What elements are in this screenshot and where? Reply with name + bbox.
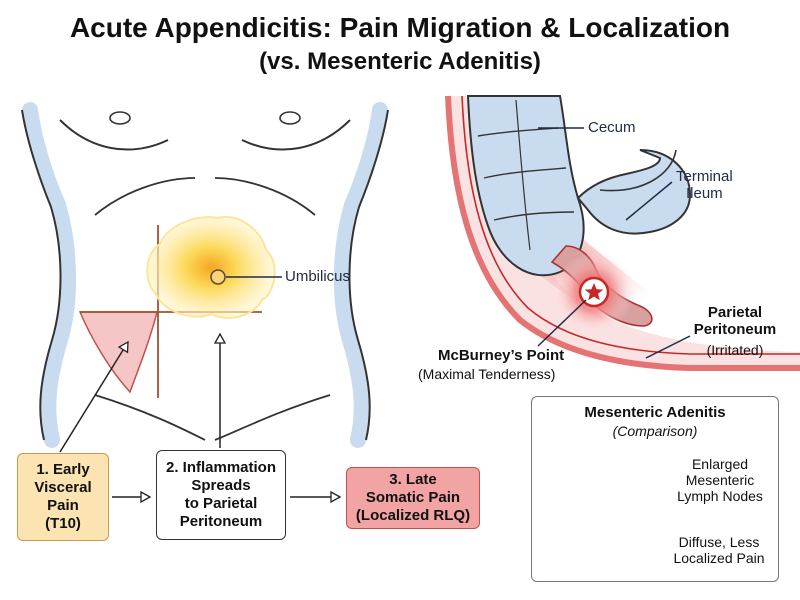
ileum-pointer-line [625, 181, 673, 221]
parietal-peritoneum-label: Parietal Peritoneum [682, 304, 788, 339]
step-line: 3. Late [389, 471, 437, 488]
comparison-title: Mesenteric Adenitis [584, 404, 726, 421]
left-rib-line [94, 177, 196, 216]
terminal-ileum-label-line: Ileum [686, 185, 723, 203]
lymph-label-line: Mesenteric [685, 472, 755, 489]
chest-left-line [59, 119, 169, 151]
comparison-subtitle: (Comparison) [612, 423, 698, 439]
left-nipple [109, 111, 131, 125]
step-box-inflammation-spreads: 2. Inflammation Spreads to Parietal Peri… [156, 450, 286, 540]
lymph-label-line: Lymph Nodes [677, 488, 763, 505]
terminal-ileum-label-line: Terminal [676, 168, 733, 185]
torso-left-outline [21, 109, 62, 441]
step-line: (Localized RLQ) [355, 507, 471, 524]
left-groin-line [94, 394, 206, 441]
lymph-nodes-label: Enlarged Mesenteric Lymph Nodes [664, 456, 776, 504]
step-box-late-somatic-pain: 3. Late Somatic Pain (Localized RLQ) [346, 467, 480, 529]
parietal-label-line: Peritoneum [693, 321, 777, 339]
step-line: Spreads [191, 477, 251, 494]
terminal-ileum-label: Terminal Ileum [676, 168, 733, 203]
ileum-upper-loop [599, 149, 677, 192]
peritoneum-band [445, 95, 800, 371]
mcburney-pointer-line [537, 299, 587, 347]
cecum-label: Cecum [588, 119, 636, 136]
arrow-box1-to-rlq [59, 342, 128, 453]
peritoneum-inner-edge [461, 95, 800, 355]
parietal-peritoneum-sublabel: (Irritated) [706, 342, 764, 358]
page-title: Acute Appendicitis: Pain Migration & Loc… [69, 12, 731, 43]
anatomy-inset [445, 95, 800, 371]
step-line: to Parietal [184, 495, 258, 512]
umbilicus-marker [210, 269, 226, 285]
terminal-ileum-shape [576, 149, 692, 235]
step-line: 1. Early [36, 461, 90, 478]
step-box-early-visceral-pain: 1. Early Visceral Pain (T10) [17, 453, 109, 541]
mcburney-label: McBurney’s Point [438, 347, 565, 364]
torso-left-side [22, 102, 76, 448]
parietal-label-line: Parietal [707, 304, 763, 321]
right-nipple [279, 111, 301, 125]
page-subtitle: (vs. Mesenteric Adenitis) [259, 48, 541, 75]
pain-label-line: Diffuse, Less [678, 534, 760, 550]
step-line: Peritoneum [179, 513, 263, 530]
step-line: Pain [47, 497, 79, 514]
pain-label-line: Localized Pain [673, 550, 765, 567]
cecum-haustra-2 [483, 167, 567, 179]
step-line: Somatic Pain [365, 489, 461, 506]
step-line: Visceral [34, 479, 92, 496]
lymph-label-line: Enlarged [691, 456, 749, 472]
cecum-taenia [515, 99, 531, 251]
periumbilical-pain-glow [146, 215, 276, 319]
mcburney-sublabel: (Maximal Tenderness) [418, 366, 556, 382]
torso-illustration [21, 102, 389, 448]
right-groin-line [214, 394, 331, 441]
step-line: (T10) [45, 515, 81, 532]
rlq-pain-region [78, 311, 158, 394]
peritoneum-outer [448, 96, 800, 368]
right-rib-line [214, 177, 316, 216]
comparison-panel [531, 396, 779, 582]
torso-right-outline [348, 109, 389, 441]
parietal-pointer-line [645, 335, 691, 359]
cecum-haustra-3 [493, 211, 575, 221]
torso-right-side [334, 102, 388, 448]
umbilicus-label: Umbilicus [285, 268, 351, 285]
chest-right-line [241, 119, 351, 151]
mcburney-star-icon [584, 283, 604, 301]
step-line: 2. Inflammation [165, 459, 277, 476]
diffuse-pain-label: Diffuse, Less Localized Pain [660, 534, 778, 566]
